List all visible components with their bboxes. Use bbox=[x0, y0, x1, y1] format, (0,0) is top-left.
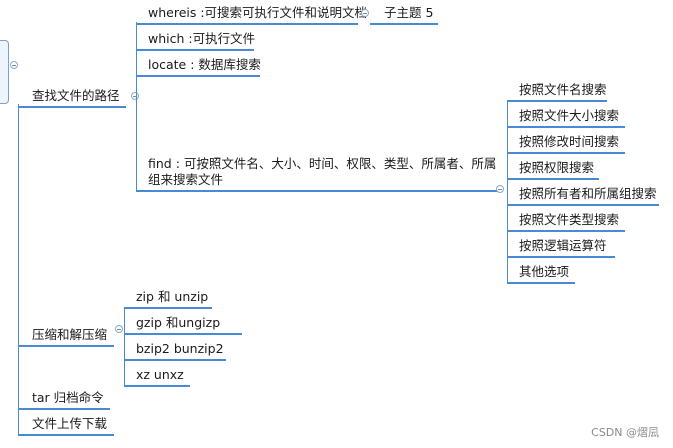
node-find-by-mtime[interactable]: 按照修改时间搜索 bbox=[519, 134, 619, 150]
node-subtopic-5-underline bbox=[370, 23, 438, 25]
node-transfer-underline bbox=[18, 434, 114, 436]
node-find-underline bbox=[136, 190, 498, 192]
node-gzip[interactable]: gzip 和ungizp bbox=[136, 315, 220, 331]
collapse-toggle-icon[interactable] bbox=[131, 92, 139, 100]
find-path-connector bbox=[136, 22, 137, 190]
node-subtopic-5-label: 子主题 5 bbox=[384, 5, 434, 20]
node-underline bbox=[507, 126, 625, 128]
node-which[interactable]: which :可执行文件 bbox=[148, 31, 255, 47]
node-xz-label: xz unxz bbox=[136, 367, 184, 382]
node-zip-label: zip 和 unzip bbox=[136, 289, 209, 304]
watermark-text: CSDN @熠凨 bbox=[591, 426, 659, 439]
node-underline bbox=[507, 282, 575, 284]
node-find-by-mtime-label: 按照修改时间搜索 bbox=[519, 134, 620, 149]
node-compress[interactable]: 压缩和解压缩 bbox=[32, 327, 107, 343]
node-underline bbox=[507, 256, 615, 258]
find-connector bbox=[507, 100, 508, 282]
node-transfer[interactable]: 文件上传下载 bbox=[32, 416, 107, 432]
node-zip[interactable]: zip 和 unzip bbox=[136, 289, 208, 305]
node-compress-label: 压缩和解压缩 bbox=[32, 327, 108, 342]
node-find-label: find : 可按照文件名、大小、时间、权限、类型、所属者、所属组来搜索文件 bbox=[148, 156, 497, 187]
node-transfer-label: 文件上传下载 bbox=[32, 416, 108, 431]
node-which-label: which :可执行文件 bbox=[148, 31, 256, 46]
node-locate[interactable]: locate : 数据库搜索 bbox=[148, 57, 261, 73]
node-find-path[interactable]: 查找文件的路径 bbox=[32, 88, 120, 104]
node-find-by-name-label: 按照文件名搜索 bbox=[519, 82, 607, 97]
node-find-by-type[interactable]: 按照文件类型搜索 bbox=[519, 212, 619, 228]
node-find-logic[interactable]: 按照逻辑运算符 bbox=[519, 238, 607, 254]
root-node-handle[interactable] bbox=[0, 40, 9, 104]
node-find-other[interactable]: 其他选项 bbox=[519, 264, 569, 280]
node-find-by-type-label: 按照文件类型搜索 bbox=[519, 212, 620, 227]
node-tar-label: tar 归档命令 bbox=[32, 390, 104, 405]
node-underline bbox=[124, 333, 242, 335]
node-underline bbox=[507, 152, 625, 154]
node-find-logic-label: 按照逻辑运算符 bbox=[519, 238, 607, 253]
node-underline bbox=[507, 230, 625, 232]
collapse-toggle-icon[interactable] bbox=[10, 61, 18, 69]
node-find-other-label: 其他选项 bbox=[519, 264, 570, 279]
node-underline bbox=[507, 204, 659, 206]
node-find-by-name[interactable]: 按照文件名搜索 bbox=[519, 82, 607, 98]
node-which-underline bbox=[136, 49, 254, 51]
collapse-toggle-icon[interactable] bbox=[361, 9, 369, 17]
node-find-by-owner[interactable]: 按照所有者和所属组搜索 bbox=[519, 186, 657, 202]
node-find-path-label: 查找文件的路径 bbox=[32, 88, 120, 103]
node-underline bbox=[507, 100, 607, 102]
root-connector bbox=[18, 104, 19, 434]
node-compress-underline bbox=[18, 345, 114, 347]
node-subtopic-5[interactable]: 子主题 5 bbox=[384, 5, 433, 21]
node-whereis-label: whereis :可搜索可执行文件和说明文档 bbox=[148, 5, 368, 20]
node-find-by-perm-label: 按照权限搜索 bbox=[519, 160, 595, 175]
node-underline bbox=[507, 178, 599, 180]
node-bzip2[interactable]: bzip2 bunzip2 bbox=[136, 341, 224, 357]
node-find[interactable]: find : 可按照文件名、大小、时间、权限、类型、所属者、所属组来搜索文件 bbox=[148, 156, 498, 188]
node-underline bbox=[124, 359, 226, 361]
node-underline bbox=[124, 307, 212, 309]
node-tar-underline bbox=[18, 408, 110, 410]
collapse-toggle-icon[interactable] bbox=[496, 185, 504, 193]
node-tar[interactable]: tar 归档命令 bbox=[32, 390, 104, 406]
node-underline bbox=[124, 385, 190, 387]
node-locate-label: locate : 数据库搜索 bbox=[148, 57, 261, 72]
node-whereis[interactable]: whereis :可搜索可执行文件和说明文档 bbox=[148, 5, 367, 21]
node-find-by-perm[interactable]: 按照权限搜索 bbox=[519, 160, 594, 176]
watermark: CSDN @熠凨 bbox=[591, 424, 659, 440]
node-find-path-underline bbox=[18, 106, 126, 108]
node-whereis-underline bbox=[136, 23, 358, 25]
node-bzip2-label: bzip2 bunzip2 bbox=[136, 341, 224, 356]
node-gzip-label: gzip 和ungizp bbox=[136, 315, 221, 330]
node-xz[interactable]: xz unxz bbox=[136, 367, 184, 383]
collapse-toggle-icon[interactable] bbox=[115, 325, 123, 333]
node-find-by-size-label: 按照文件大小搜索 bbox=[519, 108, 620, 123]
node-locate-underline bbox=[136, 75, 260, 77]
node-find-by-owner-label: 按照所有者和所属组搜索 bbox=[519, 186, 657, 201]
node-find-by-size[interactable]: 按照文件大小搜索 bbox=[519, 108, 619, 124]
compress-connector bbox=[124, 307, 125, 387]
